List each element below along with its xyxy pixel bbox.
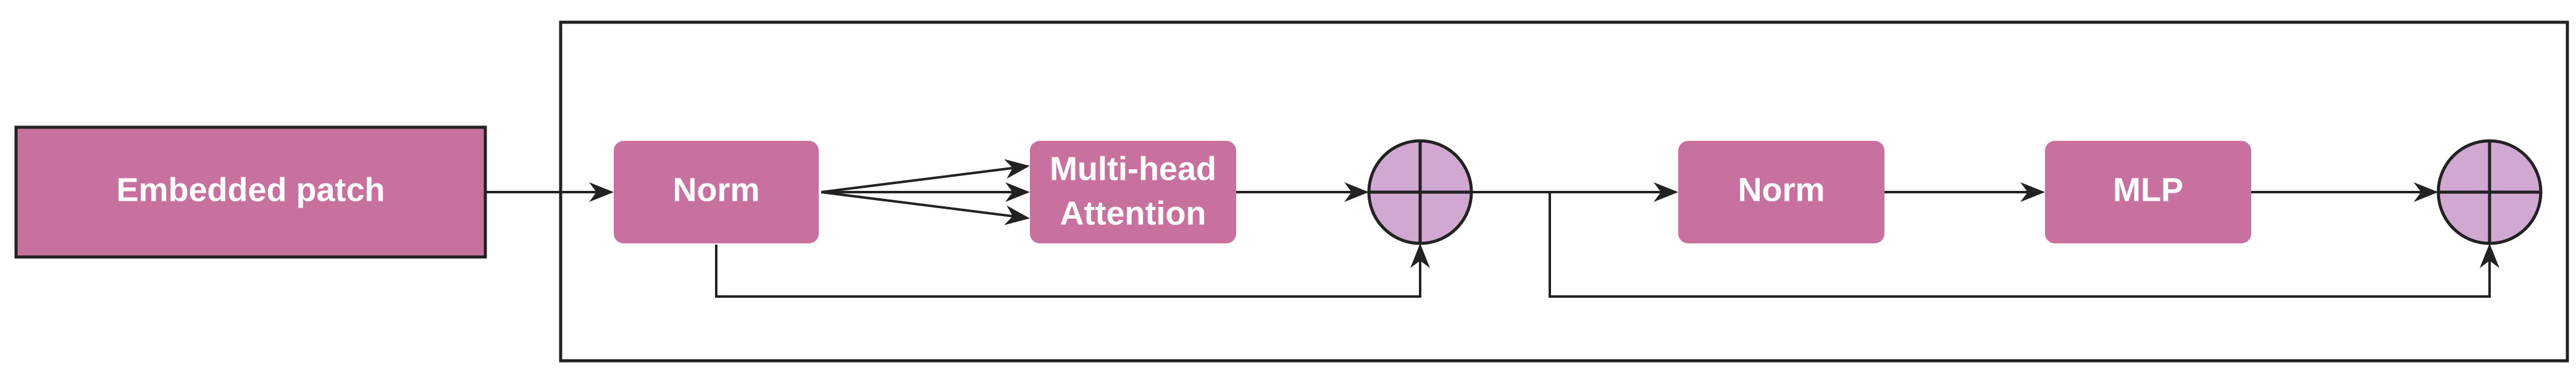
embedded-patch-box — [14, 125, 487, 259]
mlp-node: MLP — [2045, 141, 2251, 243]
norm-node-1: Norm — [614, 141, 819, 243]
embedded-patch-node: Embedded patch — [14, 125, 487, 259]
norm-box-1 — [614, 141, 819, 243]
arrow-norm-to-attention-top — [821, 159, 1030, 193]
attention-box — [1030, 141, 1236, 243]
residual-arrow-1 — [715, 243, 1430, 298]
norm-node-2: Norm — [1678, 141, 1884, 243]
attention-label-line-2: Attention — [1060, 195, 1206, 232]
attention-label-line-1: Multi-head — [1050, 150, 1216, 187]
residual-arrow-2 — [1549, 192, 2499, 298]
mlp-label: MLP — [2113, 171, 2183, 208]
add-node-2 — [2436, 139, 2543, 245]
norm-label-1: Norm — [672, 171, 759, 208]
embedded-patch-label: Embedded patch — [116, 171, 385, 208]
norm-label-2: Norm — [1738, 171, 1825, 208]
add-node-1 — [1367, 139, 1473, 245]
norm-box-2 — [1678, 141, 1884, 243]
edges — [485, 159, 2499, 298]
mlp-box — [2045, 141, 2251, 243]
arrow-norm-to-attention-bottom — [821, 191, 1030, 225]
attention-node: Multi-head Attention — [1030, 141, 1236, 243]
